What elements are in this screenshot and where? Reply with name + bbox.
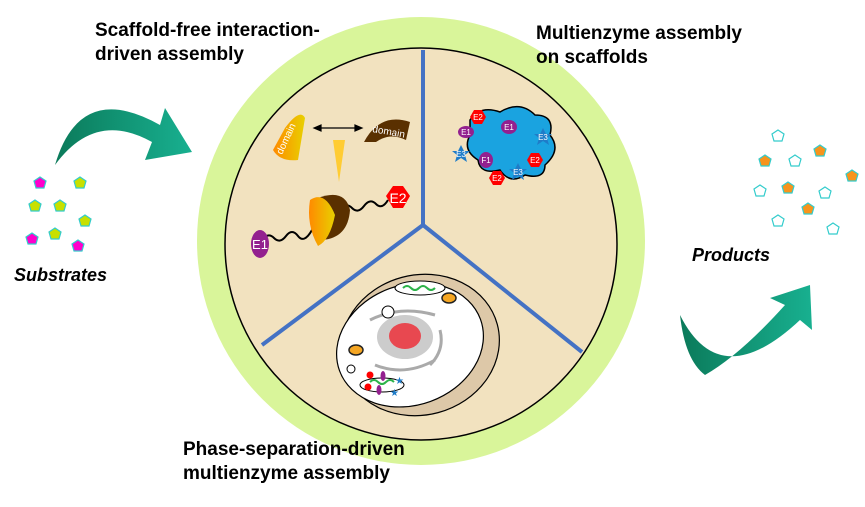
title-line: Scaffold-free interaction- xyxy=(95,20,320,41)
phase-separation-title: Phase-separation-driven multienzyme asse… xyxy=(183,438,405,486)
svg-text:E3: E3 xyxy=(538,133,548,142)
svg-text:E2: E2 xyxy=(530,156,540,165)
double-arrow-icon xyxy=(312,124,364,132)
cell-illustration: ★★ xyxy=(335,273,500,417)
scaffold-free-illustration: domain domain E2 E1 xyxy=(251,114,410,258)
svg-text:E2: E2 xyxy=(473,113,483,122)
dividers xyxy=(260,50,584,354)
svg-text:E1: E1 xyxy=(252,237,268,252)
svg-text:★: ★ xyxy=(390,388,399,399)
scaffold-illustration: E2 E1 E1 F1 E3 E3 E3 E2 E2 xyxy=(452,106,556,185)
title-line: Phase-separation-driven xyxy=(183,439,405,460)
e2-hexagon xyxy=(386,186,410,208)
title-line: Multienzyme assembly xyxy=(536,23,742,44)
products-label: Products xyxy=(692,245,771,265)
svg-text:E1: E1 xyxy=(461,128,471,137)
orange-domain xyxy=(273,114,305,161)
title-line: driven assembly xyxy=(95,44,244,65)
svg-text:★: ★ xyxy=(395,376,404,387)
svg-text:E2: E2 xyxy=(389,190,406,206)
svg-text:E2: E2 xyxy=(492,174,502,183)
down-arrow-icon xyxy=(333,140,345,182)
scaffold-title: Multienzyme assembly on scaffolds xyxy=(536,22,742,70)
orange-domain xyxy=(309,197,335,246)
product-molecules xyxy=(753,129,859,235)
e1-ellipse xyxy=(251,230,269,258)
linker xyxy=(261,229,313,242)
substrates-label: Substrates xyxy=(14,265,108,285)
svg-text:E3: E3 xyxy=(456,150,466,159)
substrate-molecules xyxy=(25,176,92,252)
svg-text:E1: E1 xyxy=(504,123,514,132)
svg-text:F1: F1 xyxy=(481,156,491,165)
scaffold-free-title: Scaffold-free interaction- driven assemb… xyxy=(95,19,320,67)
curved-arrow-icon xyxy=(55,108,192,165)
brown-domain xyxy=(364,119,410,142)
curved-arrow-icon xyxy=(680,285,812,375)
title-line: multienzyme assembly xyxy=(183,463,390,484)
title-line: on scaffolds xyxy=(536,47,648,68)
svg-text:E3: E3 xyxy=(513,168,523,177)
